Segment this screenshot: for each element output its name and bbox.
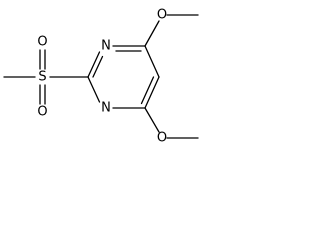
bond-c5-c4-inner — [140, 76, 155, 105]
atom-n-top: N — [101, 39, 111, 54]
pyrimidine-ring — [87, 45, 160, 109]
bond-c5-c4 — [144, 76, 160, 109]
atom-n-bottom: N — [101, 101, 111, 116]
methoxy-bottom — [144, 107, 199, 139]
sulfonyl-group — [3, 49, 89, 105]
bond-c2-n1 — [87, 51, 101, 78]
bond-n3-c2 — [87, 76, 101, 103]
bond-c6-c5 — [144, 45, 160, 78]
atom-o-sulfonyl-top: O — [37, 35, 47, 50]
molecule-structure-diagram: N N S O O O O — [3, 8, 199, 146]
atom-sulfur: S — [38, 70, 46, 85]
atom-o-sulfonyl-bottom: O — [37, 105, 47, 120]
atom-o-methoxy-bottom: O — [157, 131, 167, 146]
bond-c4-o — [144, 107, 160, 133]
bond-c2-n1-inner — [92, 55, 104, 78]
methoxy-top — [144, 14, 199, 47]
bond-c6-o — [144, 20, 160, 47]
atom-o-methoxy-top: O — [157, 8, 167, 23]
